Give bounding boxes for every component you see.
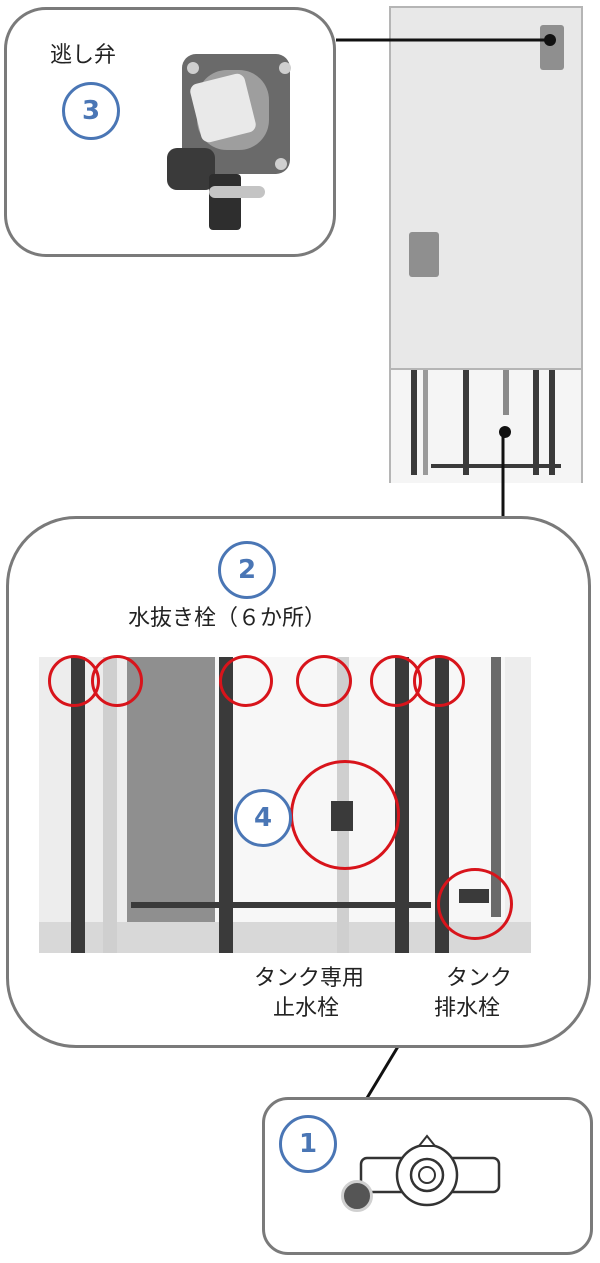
panel-dot [341, 1180, 373, 1212]
tank-drain-label-line2: 排水栓 [434, 996, 501, 1021]
number-badge-2: 2 [218, 541, 276, 599]
valve-hose [209, 174, 241, 230]
unit-pipe [423, 370, 428, 475]
base-back-panel [127, 657, 215, 922]
unit-side-cover [409, 232, 439, 277]
pipe [219, 657, 233, 953]
leader-dot-relief-valve [544, 34, 556, 46]
pipe [395, 657, 409, 953]
valve-hose-elbow [167, 148, 215, 190]
number-badge-4: 4 [234, 789, 292, 847]
relief-valve-illustration[interactable] [167, 48, 307, 230]
pipe [71, 657, 85, 953]
pipe [103, 657, 117, 953]
unit-pipe [533, 370, 539, 475]
drain-plug-highlight[interactable] [219, 655, 273, 707]
relief-valve-panel: 逃し弁 3 [4, 7, 336, 257]
drain-plugs-panel: 2 水抜き栓（６か所） 4 タンク専用 止水栓 タンク 排水栓 [6, 516, 591, 1048]
tank-stop-valve-label-line1: タンク専用 [254, 966, 365, 991]
unit-pipe [549, 370, 555, 475]
number-badge-3: 3 [62, 82, 120, 140]
drain-plugs-title: 水抜き栓（６か所） [128, 606, 327, 631]
tank-drain-handle-panel: 1 [262, 1097, 593, 1255]
pipe [131, 902, 431, 908]
screw-icon [275, 158, 287, 170]
hose-clamp [209, 186, 265, 198]
unit-pipe [503, 370, 509, 415]
unit-pipe [431, 464, 561, 468]
pipe [435, 657, 449, 953]
number-badge-1: 1 [279, 1115, 337, 1173]
tank-stop-valve-label-line2: 止水栓 [273, 996, 340, 1021]
relief-valve-title: 逃し弁 [50, 43, 117, 68]
unit-pipe [411, 370, 417, 475]
tank-drain-label-line1: タンク [446, 966, 513, 991]
screw-icon [187, 62, 199, 74]
pipe [491, 657, 501, 917]
water-heater-unit [389, 6, 583, 483]
drain-plug-highlight[interactable] [296, 655, 352, 707]
unit-top-cover [540, 25, 564, 70]
drain-plug-highlight[interactable] [413, 655, 465, 707]
drain-handle-icon[interactable] [355, 1130, 505, 1220]
tank-stop-valve-highlight[interactable] [290, 760, 400, 870]
drain-plug-highlight[interactable] [91, 655, 143, 707]
tank-drain-valve-highlight[interactable] [437, 868, 513, 940]
screw-icon [279, 62, 291, 74]
unit-pipe [463, 370, 469, 475]
